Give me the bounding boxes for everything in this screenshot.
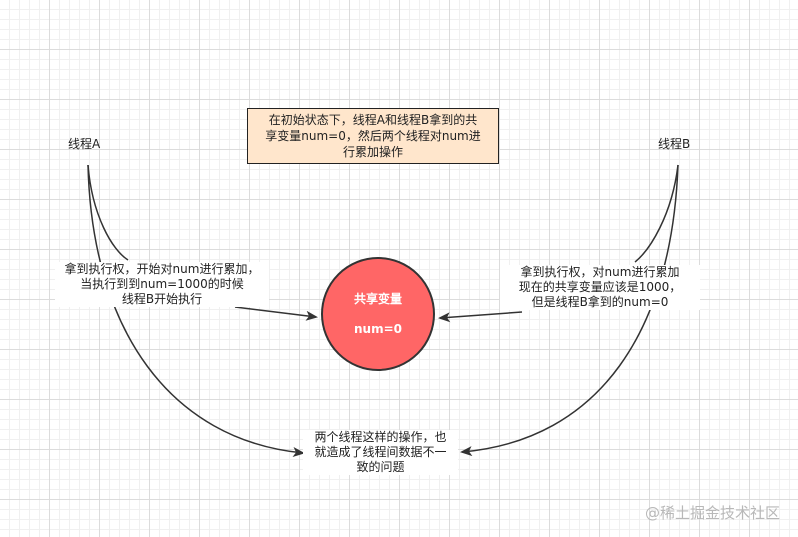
initial-state-note: 在初始状态下，线程A和线程B拿到的共 享变量num=0，然后两个线程对num进 … bbox=[247, 108, 499, 164]
note-line-1: 在初始状态下，线程A和线程B拿到的共 bbox=[268, 113, 478, 127]
thread-b-annotation: 拿到执行权，对num进行累加 现在的共享变量应该是1000， 但是线程B拿到的n… bbox=[500, 265, 700, 310]
result-annotation-line-2: 就造成了线程间数据不一 bbox=[314, 445, 447, 459]
shared-variable-title: 共享变量 bbox=[353, 291, 402, 306]
result-annotation: 两个线程这样的操作，也 就造成了线程间数据不一 致的问题 bbox=[303, 430, 458, 475]
watermark: @稀土掘金技术社区 bbox=[644, 504, 780, 522]
note-line-2: 享变量num=0，然后两个线程对num进 bbox=[265, 129, 481, 143]
shared-variable-value: num=0 bbox=[354, 321, 402, 336]
thread-b-annotation-line-3: 但是线程B拿到的num=0 bbox=[531, 295, 669, 309]
thread-a-annotation-line-2: 当执行到到num=1000的时候 bbox=[80, 277, 244, 291]
result-annotation-line-1: 两个线程这样的操作，也 bbox=[314, 430, 447, 444]
thread-a-to-shared-arrow bbox=[87, 164, 316, 317]
thread-a-annotation-line-1: 拿到执行权，开始对num进行累加， bbox=[64, 262, 260, 276]
thread-a-annotation-line-3: 线程B开始执行 bbox=[121, 292, 203, 306]
result-annotation-line-3: 致的问题 bbox=[356, 460, 405, 474]
thread-b-annotation-line-1: 拿到执行权，对num进行累加 bbox=[520, 265, 680, 279]
note-line-3: 行累加操作 bbox=[342, 145, 403, 159]
thread-a-label: 线程A bbox=[68, 137, 101, 151]
thread-b-annotation-line-2: 现在的共享变量应该是1000， bbox=[518, 280, 682, 294]
thread-a-to-result-arrow bbox=[87, 164, 305, 457]
thread-a-annotation: 拿到执行权，开始对num进行累加， 当执行到到num=1000的时候 线程B开始… bbox=[55, 262, 269, 307]
thread-b-label: 线程B bbox=[658, 137, 691, 151]
thread-b-to-shared-arrow bbox=[440, 164, 679, 318]
shared-variable-node: 共享变量 num=0 bbox=[321, 257, 435, 371]
thread-b-to-result-arrow bbox=[460, 164, 679, 457]
